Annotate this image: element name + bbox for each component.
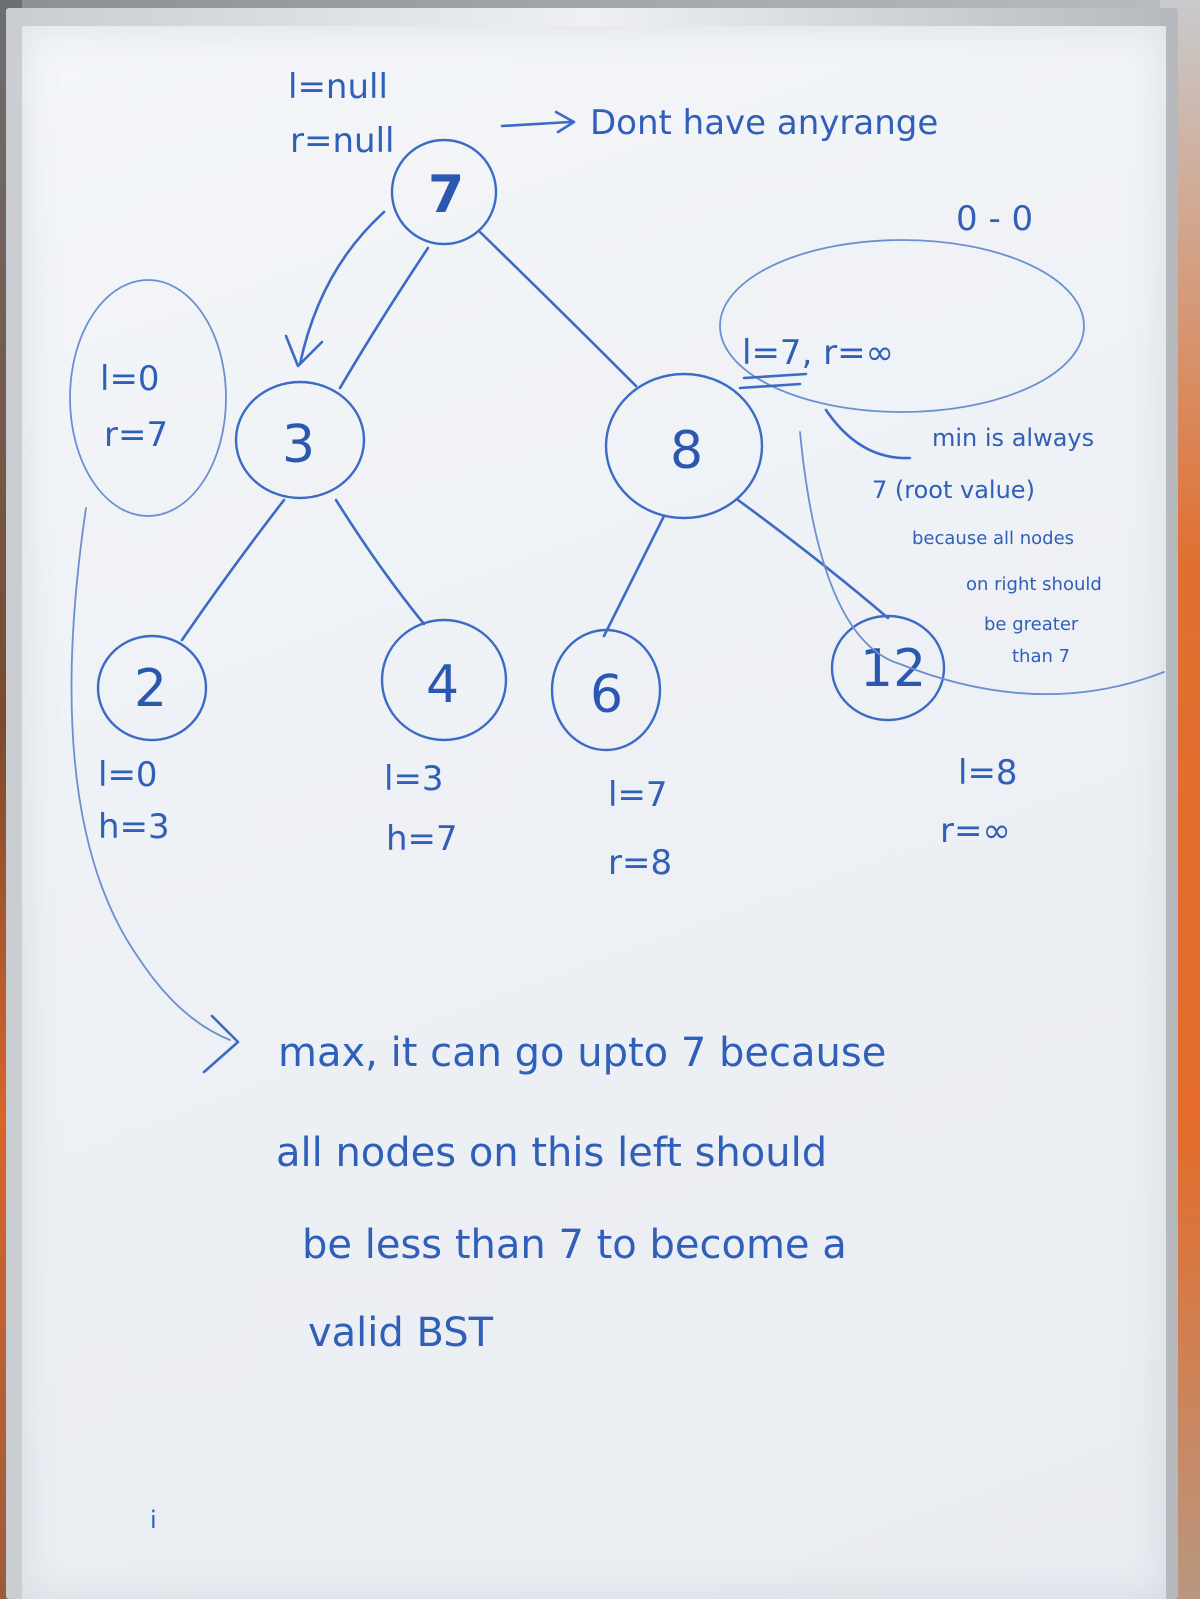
node-4	[380, 618, 508, 742]
node-6-label: 6	[590, 665, 623, 725]
node-8-range: l=7, r=∞	[742, 333, 894, 373]
node-3-range-l: l=0	[100, 359, 160, 399]
node-8	[604, 372, 764, 520]
node-3-label: 3	[282, 415, 315, 475]
corner-mark: i	[150, 1506, 157, 1534]
edge-7-8	[478, 230, 638, 388]
bottom-note-arrow	[70, 507, 231, 1041]
node-12	[830, 614, 946, 722]
node-root-label: 7	[428, 165, 464, 225]
node-6-range-r: r=8	[608, 843, 672, 883]
right-note-bracket	[799, 431, 1165, 696]
node-8-range-circle	[719, 239, 1085, 413]
edge-3-2	[180, 498, 286, 642]
root-note-arrow	[500, 120, 572, 128]
bottom-note-line-4: valid BST	[308, 1310, 494, 1356]
empty-range: 0 - 0	[956, 199, 1033, 239]
node-4-label: 4	[426, 655, 459, 715]
right-note-arrow	[824, 408, 912, 460]
right-note-line-4: on right should	[966, 574, 1102, 595]
root-note-arrow-head	[554, 110, 576, 134]
node-4-range-l: l=3	[384, 759, 444, 799]
edge-8-6	[602, 514, 666, 638]
node-12-label: 12	[860, 639, 926, 699]
node-3-range-r: r=7	[104, 415, 168, 455]
root-range-r: r=null	[290, 121, 394, 161]
right-note-line-2: 7 (root value)	[872, 476, 1035, 504]
traversal-arrow	[298, 210, 386, 366]
node-8-label: 8	[670, 421, 703, 481]
node-root	[390, 138, 498, 246]
edge-8-12	[736, 498, 890, 620]
edge-7-3	[338, 246, 430, 390]
node-2-label: 2	[134, 659, 167, 719]
node-4-range-r: h=7	[386, 819, 458, 859]
whiteboard-surface	[22, 26, 1166, 1599]
node-3-range-circle	[69, 279, 227, 517]
edge-3-4	[334, 498, 426, 626]
bottom-note-arrow-head	[202, 1014, 240, 1074]
right-note-line-6: than 7	[1012, 646, 1070, 667]
right-note-line-1: min is always	[932, 424, 1094, 452]
node-8-range-underline	[738, 372, 808, 390]
node-12-range-r: r=∞	[940, 811, 1011, 851]
right-note-line-5: be greater	[984, 614, 1079, 635]
bottom-note-line-3: be less than 7 to become a	[302, 1222, 847, 1268]
root-note: Dont have anyrange	[590, 103, 938, 143]
node-2-range-l: l=0	[98, 755, 158, 795]
node-2-range-r: h=3	[98, 807, 170, 847]
node-6-range-l: l=7	[608, 775, 668, 815]
traversal-arrow-head	[284, 334, 324, 368]
bottom-note-line-2: all nodes on this left should	[276, 1130, 827, 1176]
root-range-l: l=null	[288, 67, 388, 107]
node-6	[550, 628, 662, 752]
bottom-note-line-1: max, it can go upto 7 because	[278, 1030, 886, 1076]
node-3	[234, 380, 366, 500]
node-12-range-l: l=8	[958, 753, 1018, 793]
right-note-line-3: because all nodes	[912, 528, 1074, 549]
node-2	[96, 634, 208, 742]
